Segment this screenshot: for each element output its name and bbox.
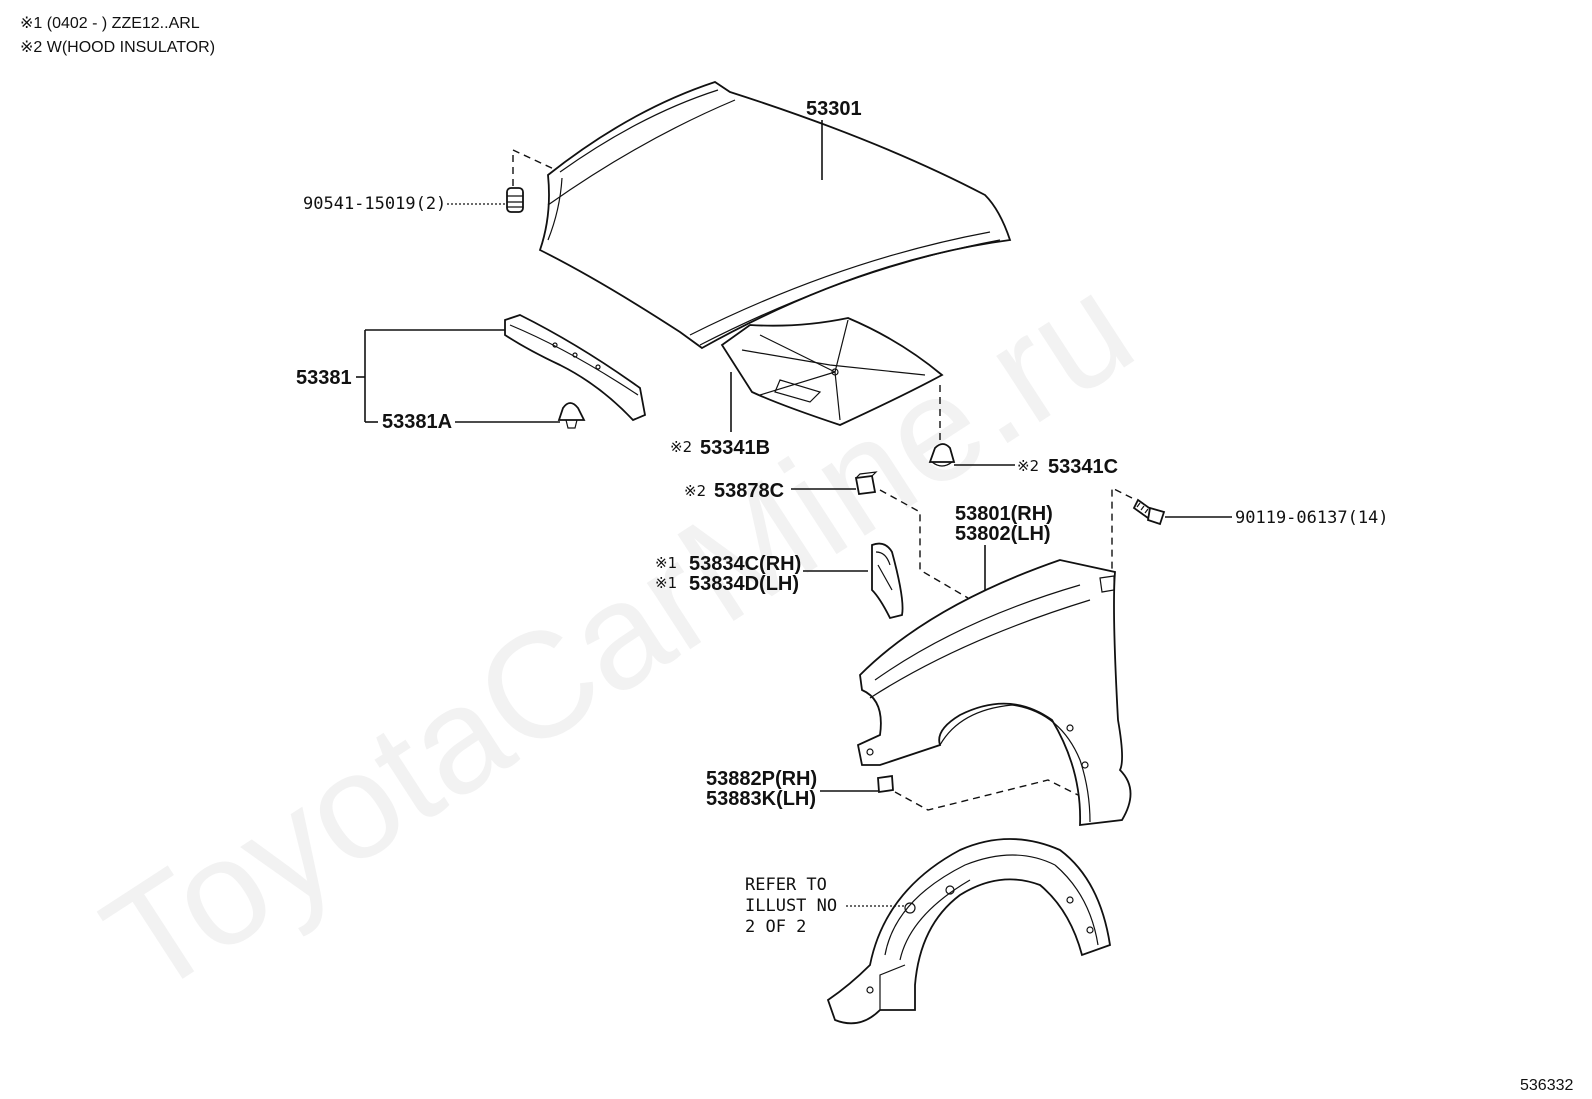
label-hood-bumper: 90541-15019(2) bbox=[303, 194, 446, 214]
label-seal-group: 53381 bbox=[296, 367, 352, 389]
insulator-clip[interactable] bbox=[928, 443, 956, 467]
label-insulator-clip: 53341C bbox=[1048, 456, 1118, 478]
label-seal-lh: 53834D(LH) bbox=[689, 573, 799, 595]
label-fender-rh: 53801(RH) bbox=[955, 503, 1053, 525]
insulator-mark: ※2 bbox=[670, 438, 692, 456]
hood-panel[interactable] bbox=[538, 81, 1012, 350]
fender-bolt[interactable] bbox=[1132, 498, 1166, 526]
seal-lh-mark: ※1 bbox=[655, 574, 677, 592]
cushion-mark: ※2 bbox=[684, 482, 706, 500]
label-bracket-lh: 53883K(LH) bbox=[706, 788, 816, 810]
insulator-clip-mark: ※2 bbox=[1017, 457, 1039, 475]
refer-line-3: 2 OF 2 bbox=[745, 917, 806, 937]
seal-rh-mark: ※1 bbox=[655, 554, 677, 572]
label-bolt: 90119-06137(14) bbox=[1235, 508, 1389, 528]
diagram-id: 536332 bbox=[1520, 1077, 1573, 1094]
label-seal-rh: 53834C(RH) bbox=[689, 553, 801, 575]
label-cushion: 53878C bbox=[714, 480, 784, 502]
label-seal-clip: 53381A bbox=[382, 411, 452, 433]
label-insulator: 53341B bbox=[700, 437, 770, 459]
fender-seal[interactable] bbox=[871, 542, 904, 620]
fender-bracket[interactable] bbox=[877, 774, 894, 794]
label-hood: 53301 bbox=[806, 98, 862, 120]
hood-seal[interactable] bbox=[504, 314, 647, 422]
refer-line-1: REFER TO bbox=[745, 875, 827, 895]
label-fender-lh: 53802(LH) bbox=[955, 523, 1051, 545]
front-fender[interactable] bbox=[856, 559, 1132, 827]
note-1: ※1 (0402 - ) ZZE12..ARL bbox=[20, 15, 200, 32]
refer-line-2: ILLUST NO bbox=[745, 896, 837, 916]
seal-clip[interactable] bbox=[557, 402, 586, 429]
label-bracket-rh: 53882P(RH) bbox=[706, 768, 817, 790]
fender-liner[interactable] bbox=[826, 838, 1112, 1025]
hood-cushion[interactable] bbox=[854, 471, 878, 495]
note-2: ※2 W(HOOD INSULATOR) bbox=[20, 39, 215, 56]
hood-insulator[interactable] bbox=[720, 317, 944, 426]
hood-bumper[interactable] bbox=[506, 187, 524, 213]
